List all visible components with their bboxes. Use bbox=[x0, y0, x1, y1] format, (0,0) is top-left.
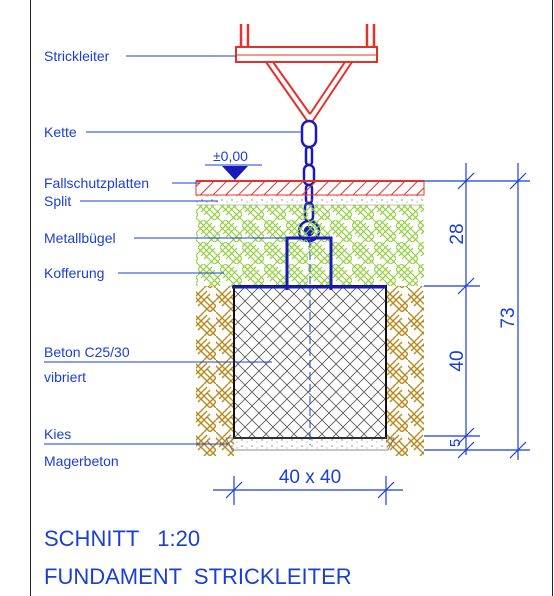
svg-text:Metallbügel: Metallbügel bbox=[44, 230, 116, 246]
label-fallschutz: Fallschutzplatten bbox=[44, 175, 200, 191]
ground-right bbox=[386, 286, 424, 456]
title-line1: SCHNITT 1:20 bbox=[44, 526, 200, 551]
level-marker: ±0,00 bbox=[205, 148, 262, 180]
svg-text:Strickleiter: Strickleiter bbox=[44, 48, 110, 64]
metallbuegel bbox=[285, 236, 333, 290]
svg-text:Kofferung: Kofferung bbox=[44, 265, 104, 281]
label-beton: Beton C25/30 vibriert bbox=[44, 344, 272, 385]
fallschutz-layer bbox=[195, 180, 425, 196]
svg-text:Kette: Kette bbox=[44, 124, 77, 140]
dim-28: 28 bbox=[447, 223, 468, 244]
svg-text:Split: Split bbox=[44, 193, 71, 209]
label-kies: Kies Magerbeton bbox=[44, 426, 228, 469]
label-split: Split bbox=[44, 193, 218, 209]
label-metallbuegel: Metallbügel bbox=[44, 230, 287, 246]
dim-width: 40 x 40 bbox=[279, 467, 341, 488]
dim-40: 40 bbox=[447, 350, 468, 371]
label-strickleiter: Strickleiter bbox=[44, 48, 236, 64]
svg-text:Fallschutzplatten: Fallschutzplatten bbox=[44, 175, 149, 191]
strickleiter-frame bbox=[235, 24, 378, 123]
svg-text:vibriert: vibriert bbox=[44, 369, 86, 385]
dimension-vertical bbox=[424, 163, 530, 460]
svg-text:Beton C25/30: Beton C25/30 bbox=[44, 344, 130, 360]
split-layer bbox=[196, 195, 424, 205]
dim-5: 5 bbox=[447, 439, 464, 447]
drawing-frame bbox=[30, 0, 553, 596]
svg-text:Magerbeton: Magerbeton bbox=[44, 453, 119, 469]
svg-text:Kies: Kies bbox=[44, 426, 71, 442]
label-kofferung: Kofferung bbox=[44, 265, 224, 281]
ground-left bbox=[196, 286, 234, 456]
dim-73: 73 bbox=[498, 307, 519, 328]
label-kette: Kette bbox=[44, 124, 302, 140]
dimension-horizontal bbox=[213, 476, 403, 505]
svg-text:±0,00: ±0,00 bbox=[213, 148, 248, 164]
title-line2: FUNDAMENT STRICKLEITER bbox=[44, 564, 352, 589]
